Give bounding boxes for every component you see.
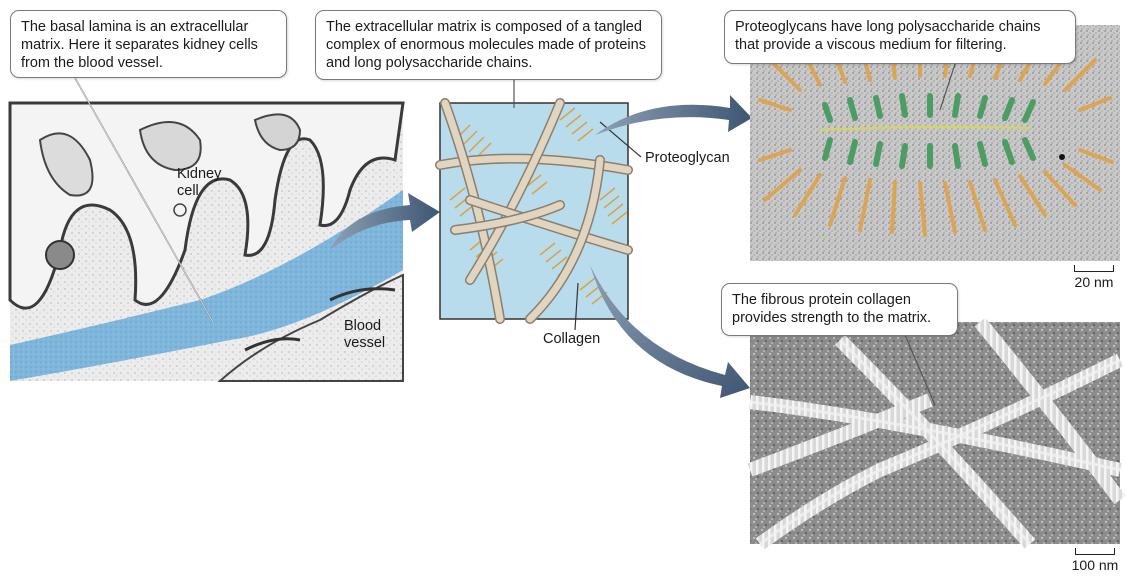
- ecm-callout-text: The extracellular matrix is composed of …: [326, 19, 646, 71]
- blood-vessel-label: Blood vessel: [344, 318, 386, 351]
- collagen-callout: The fibrous protein collagen provides st…: [721, 283, 958, 336]
- arrow-to-collagen: [590, 265, 750, 398]
- proteoglycans-callout-text: Proteoglycans have long polysaccharide c…: [735, 19, 1041, 53]
- scale-bar-100nm-label: 100 nm: [1071, 557, 1119, 573]
- scale-bar-20nm-label: 20 nm: [1074, 274, 1114, 290]
- basal-lamina-callout: The basal lamina is an extracellular mat…: [10, 10, 287, 78]
- proteoglycan-label: Proteoglycan: [645, 150, 730, 166]
- scale-bar-100nm: 100 nm: [1068, 548, 1122, 573]
- kidney-cell-label: Kidney cell: [177, 166, 222, 199]
- scale-bar-20nm: 20 nm: [1069, 265, 1119, 290]
- collagen-label: Collagen: [543, 331, 601, 347]
- basal-lamina-callout-text: The basal lamina is an extracellular mat…: [21, 19, 258, 71]
- proteoglycans-callout: Proteoglycans have long polysaccharide c…: [724, 10, 1076, 64]
- collagen-micrograph: [747, 317, 1126, 550]
- ecm-callout: The extracellular matrix is composed of …: [315, 10, 662, 80]
- collagen-callout-text: The fibrous protein collagen provides st…: [732, 292, 932, 326]
- proteoglycan-micrograph: [750, 25, 1120, 261]
- basal-lamina-band: [10, 190, 403, 381]
- arrow-to-matrix: [330, 193, 440, 250]
- collagen-leader: [574, 282, 579, 331]
- arrow-to-proteoglycan: [595, 95, 752, 135]
